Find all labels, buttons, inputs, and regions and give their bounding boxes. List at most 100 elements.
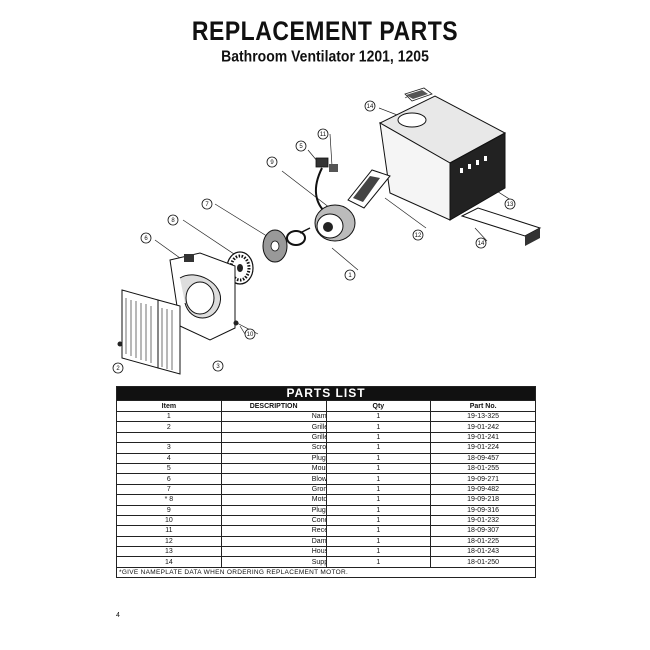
cell-part-no: 19-09-316 [430,504,536,516]
cell-part-no: 18-09-457 [430,452,536,464]
cell-item: 1 [116,410,222,423]
cell-item: 11 [116,525,222,537]
cell-qty: 1 [325,462,432,475]
svg-text:10: 10 [247,332,254,338]
cell-qty: 1 [325,442,432,454]
cell-description: Receptacle [220,525,327,537]
callout-5: 5 [295,140,307,152]
grommet-part [286,230,306,246]
cell-part-no: 18-01-243 [430,546,536,558]
cell-description: Housing [220,546,327,558]
cell-description: Nameplate [220,410,327,423]
svg-text:13: 13 [507,202,514,208]
column-header-description: DESCRIPTION [220,400,327,412]
cell-part-no: 19-01-242 [430,421,536,433]
callout-11: 11 [317,128,329,140]
cell-description: Motor [220,494,327,506]
page-title: REPLACEMENT PARTS [191,15,459,46]
cell-part-no: 19-09-482 [430,483,536,496]
table-row: 12Damper118-01-225 [116,535,536,548]
nameplate-part [404,87,433,102]
callout-8: 8 [167,214,179,226]
svg-text:6: 6 [144,236,148,242]
column-header-part-no: Part No. [430,400,536,412]
cell-qty: 1 [325,421,432,433]
table-row: 1Nameplate119-13-325 [116,410,536,423]
cell-qty: 1 [325,494,432,506]
cell-description: Grille - AC8 (1201) White [220,421,327,433]
cell-part-no: 19-13-325 [430,410,536,423]
cell-item: 3 [116,442,222,454]
svg-text:5: 5 [299,144,303,150]
table-row: * 8Motor119-09-218 [116,494,536,506]
cell-part-no: 18-09-307 [430,525,536,537]
parts-list-heading: PARTS LIST [116,386,536,401]
callout-6: 6 [140,232,152,244]
grille-part [121,289,181,375]
receptacle-part [347,169,391,209]
cell-description: Support Bar [220,556,327,568]
table-row: 7Grommet119-09-482 [116,483,536,496]
cell-description: Damper [220,535,327,548]
callout-14-bar: 14 [475,237,487,249]
svg-text:11: 11 [320,132,327,138]
cell-item: 14 [116,556,222,568]
svg-text:14: 14 [478,241,485,247]
callout-1: 1 [344,269,356,281]
page-number: 4 [116,612,120,619]
callout-7: 7 [201,198,213,210]
callout-13: 13 [504,198,516,210]
cell-description: Blower Wheel [220,473,327,485]
parts-list-body: 1Nameplate119-13-3252Grille - AC8 (1201)… [116,410,536,568]
cell-part-no: 19-01-224 [430,442,536,454]
svg-text:2: 2 [116,366,120,372]
cell-description: Plug [220,504,327,516]
cell-qty: 1 [325,535,432,548]
cell-part-no: 19-01-232 [430,514,536,527]
callout-12: 12 [412,229,424,241]
callout-10: 10 [244,328,256,340]
svg-text:1: 1 [348,273,352,279]
cell-part-no: 18-01-255 [430,462,536,475]
page-subtitle: Bathroom Ventilator 1201, 1205 [221,46,429,66]
cell-part-no: 19-01-241 [430,431,536,444]
cell-item: 12 [116,535,222,548]
table-row: 11Receptacle118-09-307 [116,525,536,537]
cell-description: Conduit Cover [220,514,327,527]
plug-button-part [233,320,239,326]
mounting-plate-part [262,229,288,263]
cell-description: Grommet [220,483,327,496]
table-row: 5Mounting Plate118-01-255 [116,462,536,475]
cell-qty: 1 [325,483,432,496]
cell-item: 7 [116,483,222,496]
cell-description: Grille - AC8 (1205) Chrome [220,431,327,444]
cell-qty: 1 [325,514,432,527]
nameplate-screw [117,341,123,347]
cell-description: Scroll [220,442,327,454]
table-row: 2Grille - AC8 (1201) White119-01-242 [116,421,536,433]
ordering-note: *GIVE NAMEPLATE DATA WHEN ORDERING REPLA… [116,566,536,578]
scroll-part [169,252,236,341]
cell-description: Mounting Plate [220,462,327,475]
table-row: 14Support Bar118-01-250 [116,556,536,568]
parts-list-table: PARTS LIST Item DESCRIPTION Qty Part No.… [116,386,536,578]
cell-qty: 1 [325,546,432,558]
cell-part-no: 19-09-218 [430,494,536,506]
cell-part-no: 18-01-250 [430,556,536,568]
column-header-qty: Qty [325,400,432,412]
support-bar-part [460,207,542,246]
svg-text:7: 7 [205,202,209,208]
cell-item: 5 [116,462,222,475]
callout-14-top: 14 [364,100,376,112]
cell-item [116,431,222,444]
column-header-item: Item [116,400,222,412]
cell-qty: 1 [325,410,432,423]
table-row: 6Blower Wheel119-09-271 [116,473,536,485]
cell-qty: 1 [325,556,432,568]
cell-part-no: 19-09-271 [430,473,536,485]
cell-item: 13 [116,546,222,558]
cell-part-no: 18-01-225 [430,535,536,548]
svg-text:14: 14 [367,104,374,110]
